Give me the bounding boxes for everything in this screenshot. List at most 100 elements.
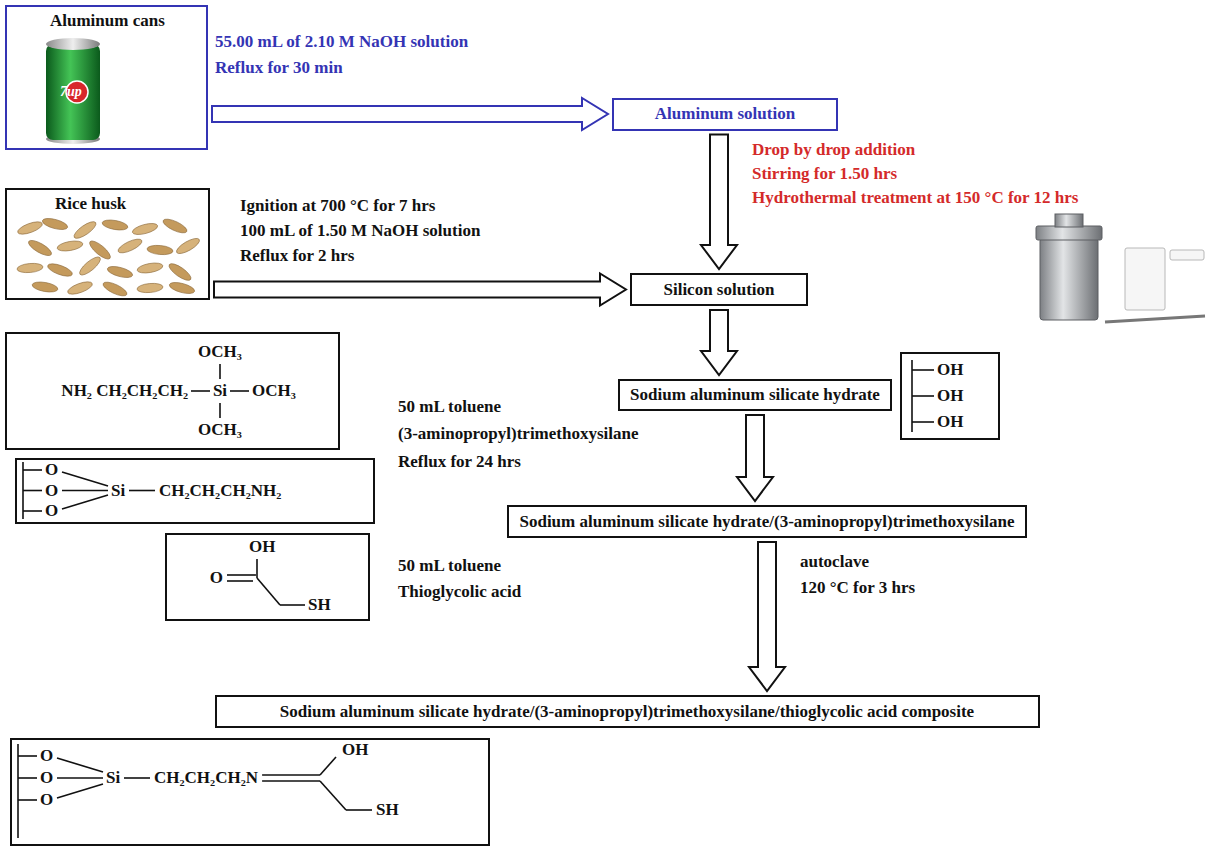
husk (174, 236, 201, 257)
condition-note: Hydrothermal treatment at 150 °C for 12 … (752, 188, 1078, 208)
husk (161, 216, 188, 235)
husk (168, 280, 195, 295)
husk (26, 238, 53, 259)
block-arrow (212, 98, 608, 130)
condition-note: 120 °C for 3 hrs (800, 578, 915, 598)
structure-label: O (40, 769, 53, 787)
husk (46, 261, 74, 278)
condition-note: 100 mL of 1.50 M NaOH solution (240, 221, 480, 241)
husk (167, 261, 193, 283)
condition-note: 55.00 mL of 2.10 M NaOH solution (215, 32, 468, 52)
box-label: Aluminum solution (655, 104, 795, 124)
condition-note: Reflux for 2 hrs (240, 246, 354, 266)
bond (230, 390, 249, 392)
structure-label: OH (937, 387, 963, 405)
husk (116, 236, 143, 255)
husk (101, 218, 128, 231)
block-arrow (701, 135, 737, 270)
husk (131, 221, 158, 236)
bond (57, 777, 103, 779)
block-arrow (214, 274, 626, 306)
bond (18, 777, 37, 779)
structure-label: O (45, 461, 58, 479)
bond (346, 809, 372, 811)
structure-label: Si (111, 482, 125, 500)
box-label: Sodium aluminum silicate hydrate (630, 385, 880, 405)
structure-label: OH (342, 741, 368, 759)
box-label: Sodium aluminum silicate hydrate/(3-amin… (280, 702, 974, 722)
bond (57, 784, 103, 798)
bond (62, 472, 108, 486)
structure-label: O (45, 482, 58, 500)
structure-box: OHOSH (165, 533, 370, 621)
condition-note: Drop by drop addition (752, 140, 915, 160)
bond (257, 578, 280, 605)
husk (101, 279, 128, 298)
chemical-bonds (18, 360, 934, 838)
reagent-note: (3-aminopropyl)trimethoxysilane (398, 424, 639, 444)
bond (23, 510, 42, 512)
bond (912, 369, 934, 371)
bond (320, 781, 346, 810)
bond (62, 495, 108, 509)
bond (320, 757, 336, 775)
can-body (46, 44, 100, 140)
structure-label: OH (249, 538, 275, 556)
husk (41, 216, 68, 231)
structure-label: Si (106, 769, 120, 787)
condition-note: Reflux for 30 min (215, 58, 343, 78)
structure-box: OHOHOH (900, 352, 1000, 440)
husk (16, 219, 44, 236)
bond (256, 559, 258, 578)
husk (66, 279, 94, 296)
product-box: Sodium aluminum silicate hydrate/(3-amin… (215, 695, 1040, 728)
bond (912, 395, 934, 397)
structure-label: OCH₃ (198, 421, 242, 439)
surface-bar (17, 744, 19, 838)
structure-label: Rice husk (55, 195, 126, 213)
bond (219, 364, 221, 379)
structure-label: O (210, 569, 223, 587)
condition-note: Reflux for 24 hrs (398, 452, 521, 472)
husk (136, 261, 163, 274)
reagent-note: Thioglycolic acid (398, 582, 521, 602)
source-box: Aluminum cans (5, 5, 208, 150)
husk (137, 282, 164, 293)
soda-can (46, 38, 100, 144)
ptfe-liner (1125, 248, 1165, 310)
double-bond (227, 580, 253, 582)
box-label: Silicon solution (663, 280, 774, 300)
process-box: Sodium aluminum silicate hydrate/(3-amin… (507, 505, 1027, 538)
double-bond (262, 774, 320, 776)
condition-note: autoclave (800, 552, 869, 572)
ptfe-lid (1170, 250, 1204, 260)
structure-label: CH₂CH₂CH₂N (154, 769, 258, 787)
double-bond (262, 780, 320, 782)
husk (17, 262, 44, 273)
source-box: Rice husk (5, 188, 210, 300)
double-bond (227, 574, 256, 576)
autoclave-screw (1055, 214, 1083, 227)
structure-box: OCH₃NH₂ CH₂CH₂CH₂SiOCH₃OCH₃ (5, 332, 340, 450)
bond (124, 777, 150, 779)
block-arrow (701, 310, 737, 375)
husk (72, 219, 98, 241)
box-label: Sodium aluminum silicate hydrate/(3-amin… (519, 512, 1014, 532)
structure-label: SH (376, 801, 399, 819)
husk (77, 254, 103, 278)
autoclave-photo (1036, 214, 1205, 322)
husk (31, 280, 58, 293)
husk (147, 244, 174, 255)
block-arrow (737, 415, 773, 501)
structure-label: OH (937, 413, 963, 431)
reagent-note: 50 mL toluene (398, 556, 501, 576)
autoclave-cap (1036, 226, 1102, 240)
autoclave-body (1040, 238, 1098, 320)
steel-rod (1105, 316, 1205, 322)
structure-label: OCH₃ (252, 382, 296, 400)
process-box: Silicon solution (630, 273, 808, 306)
bond (23, 469, 42, 471)
structure-box: OOOSiCH₂CH₂CH₂NH₂ (15, 458, 375, 524)
structure-label: NH₂ CH₂CH₂CH₂ (61, 382, 188, 400)
